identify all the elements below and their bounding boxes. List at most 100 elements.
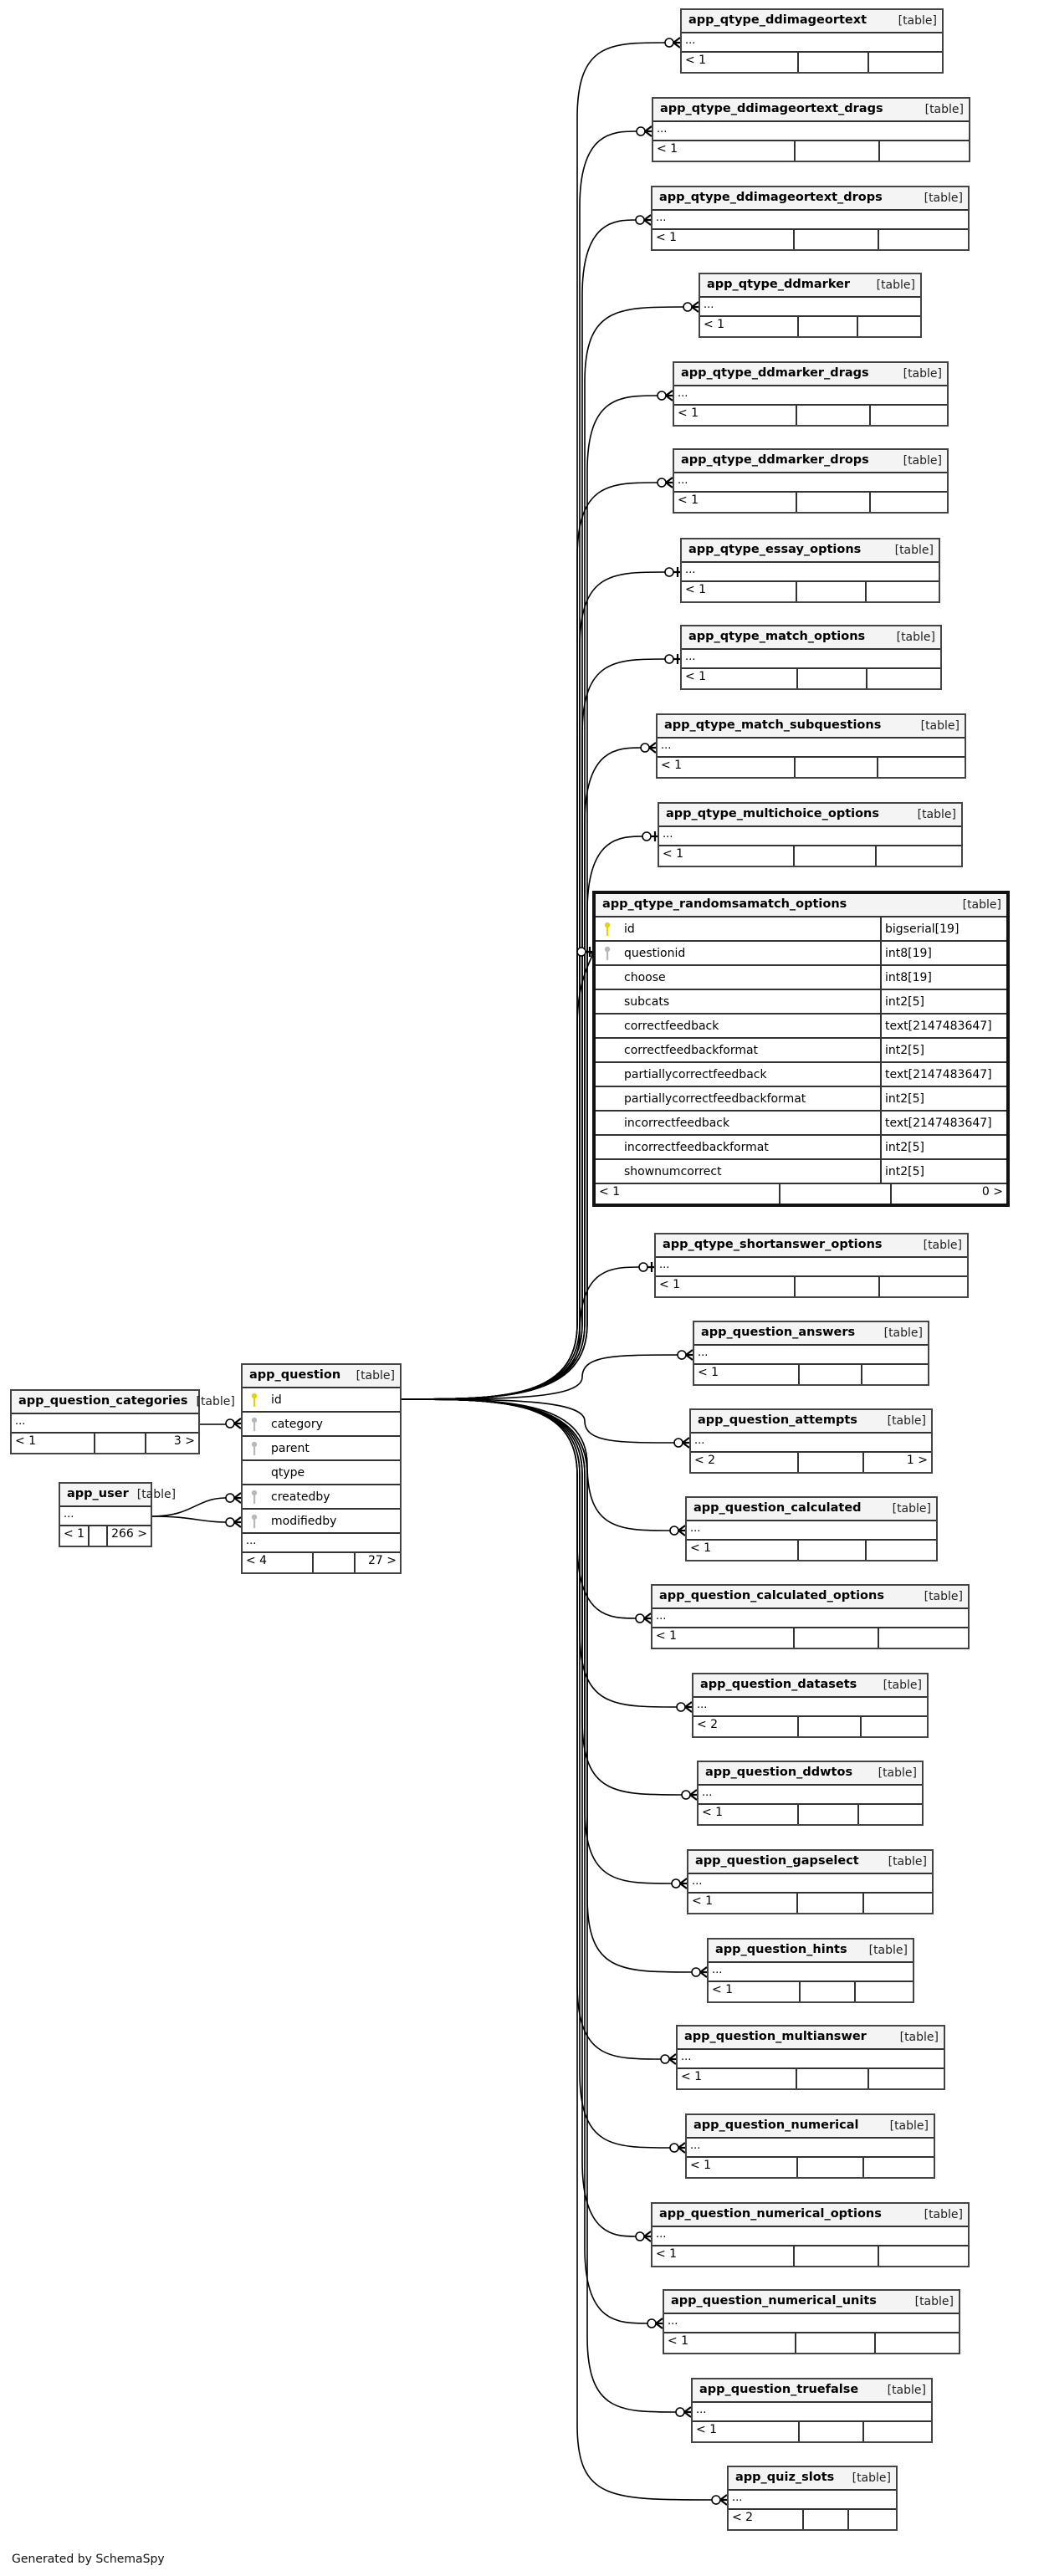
table-name[interactable]: app_question_multianswer [684, 2030, 867, 2043]
table-header[interactable]: app_question[table] [243, 1365, 400, 1388]
table-name[interactable]: app_question_numerical_units [671, 2294, 877, 2308]
table-header[interactable]: app_qtype_ddimageortext_drags[table] [653, 99, 969, 122]
children-count-link[interactable] [864, 2422, 931, 2441]
parents-count-link[interactable]: < 1 [653, 141, 796, 161]
table-app-question-numerical-units[interactable]: app_question_numerical_units[table]...< … [663, 2289, 960, 2354]
parents-count-link[interactable]: < 1 [682, 669, 799, 688]
table-name[interactable]: app_qtype_ddmarker_drags [681, 366, 869, 380]
column-row[interactable]: modifiedby [243, 1510, 400, 1534]
table-name[interactable]: app_question_numerical [693, 2119, 859, 2132]
parents-count-link[interactable]: < 1 [709, 1982, 801, 2001]
table-name[interactable]: app_question_answers [701, 1326, 856, 1339]
table-name[interactable]: app_qtype_randomsamatch_options [602, 897, 847, 911]
table-name[interactable]: app_qtype_essay_options [688, 543, 862, 556]
table-header[interactable]: app_qtype_match_options[table] [682, 626, 940, 650]
table-header[interactable]: app_qtype_ddimageortext[table] [682, 10, 942, 33]
children-count-link[interactable]: 0 > [981, 1185, 1003, 1199]
parents-count-link[interactable]: < 2 [729, 2510, 804, 2529]
table-header[interactable]: app_question_numerical[table] [687, 2115, 934, 2139]
table-name[interactable]: app_question [249, 1368, 341, 1382]
children-count-link[interactable] [869, 2069, 944, 2088]
table-name[interactable]: app_question_ddwtos [705, 1766, 853, 1779]
more-columns-row[interactable]: ... [674, 473, 947, 493]
table-name[interactable]: app_question_hints [715, 1943, 847, 1956]
table-app-question-datasets[interactable]: app_question_datasets[table]...< 2 [692, 1673, 929, 1738]
parents-count-link[interactable]: < 1 [682, 582, 798, 601]
parents-count-link[interactable]: < 1 [700, 317, 800, 336]
children-count-link[interactable] [877, 846, 961, 866]
children-count-link[interactable] [879, 230, 968, 249]
more-columns-row[interactable]: ... [243, 1534, 400, 1553]
column-row[interactable]: parent [243, 1437, 400, 1461]
more-columns-row[interactable]: ... [691, 1434, 931, 1453]
parents-count-link[interactable]: < 1 [652, 230, 795, 249]
parents-count-link[interactable]: < 2 [691, 1453, 800, 1472]
column-row[interactable]: qtype [243, 1461, 400, 1485]
more-columns-row[interactable]: ... [687, 2139, 934, 2158]
parents-count-link[interactable]: < 1 [687, 2158, 798, 2177]
table-header[interactable]: app_quiz_slots[table] [729, 2467, 896, 2491]
table-app-qtype-multichoice-options[interactable]: app_qtype_multichoice_options[table]...<… [658, 802, 963, 867]
more-columns-row[interactable]: ... [693, 2403, 931, 2422]
more-columns-row[interactable]: ... [688, 1874, 932, 1894]
more-columns-row[interactable]: ... [60, 1507, 151, 1526]
children-count-link[interactable] [878, 758, 965, 777]
table-app-question-multianswer[interactable]: app_question_multianswer[table]...< 1 [676, 2025, 945, 2090]
more-columns-row[interactable]: ... [682, 650, 940, 669]
more-columns-row[interactable]: ... [682, 563, 939, 582]
table-header[interactable]: app_qtype_ddmarker_drops[table] [674, 450, 947, 473]
children-count-link[interactable] [880, 1277, 967, 1296]
column-row[interactable]: category [243, 1413, 400, 1437]
table-app-qtype-ddimageortext-drops[interactable]: app_qtype_ddimageortext_drops[table]...<… [651, 186, 970, 251]
table-name[interactable]: app_qtype_ddmarker [707, 278, 851, 291]
children-count-link[interactable] [859, 1805, 922, 1824]
parents-count-link[interactable]: < 1 [678, 2069, 798, 2088]
table-header[interactable]: app_question_answers[table] [694, 1322, 928, 1346]
table-app-qtype-randomsamatch-options[interactable]: app_qtype_randomsamatch_options[table]id… [592, 891, 1010, 1207]
table-app-question-calculated-options[interactable]: app_question_calculated_options[table]..… [651, 1584, 970, 1649]
parents-count-link[interactable]: < 1 [674, 406, 797, 425]
table-header[interactable]: app_question_gapselect[table] [688, 1851, 932, 1874]
children-count-link[interactable] [869, 53, 942, 72]
table-name[interactable]: app_qtype_ddimageortext_drags [660, 102, 883, 115]
table-app-qtype-ddmarker[interactable]: app_qtype_ddmarker[table]...< 1 [699, 273, 922, 338]
table-name[interactable]: app_question_calculated [693, 1501, 862, 1515]
table-app-question-hints[interactable]: app_question_hints[table]...< 1 [707, 1938, 914, 2003]
more-columns-row[interactable]: ... [694, 1346, 928, 1365]
children-count-link[interactable] [858, 317, 920, 336]
table-header[interactable]: app_question_attempts[table] [691, 1410, 931, 1434]
table-app-question-answers[interactable]: app_question_answers[table]...< 1 [693, 1321, 929, 1386]
children-count-link[interactable] [864, 1894, 933, 1913]
table-header[interactable]: app_qtype_match_subquestions[table] [658, 715, 965, 739]
more-columns-row[interactable]: ... [659, 827, 961, 846]
table-name[interactable]: app_qtype_ddimageortext [688, 13, 867, 27]
more-columns-row[interactable]: ... [664, 2314, 959, 2333]
table-header[interactable]: app_user[table] [60, 1484, 176, 1507]
more-columns-row[interactable]: ... [652, 211, 968, 230]
table-header[interactable]: app_question_calculated[table] [687, 1498, 936, 1521]
children-count-link[interactable] [867, 582, 939, 601]
parents-count-link[interactable]: < 1 [693, 2422, 801, 2441]
table-app-qtype-ddmarker-drops[interactable]: app_qtype_ddmarker_drops[table]...< 1 [673, 448, 949, 514]
children-count-link[interactable] [871, 406, 947, 425]
more-columns-row[interactable]: ... [658, 739, 965, 758]
table-app-question-truefalse[interactable]: app_question_truefalse[table]...< 1 [691, 2378, 933, 2443]
table-header[interactable]: app_qtype_essay_options[table] [682, 539, 939, 563]
table-name[interactable]: app_qtype_ddmarker_drops [681, 453, 869, 467]
parents-count-link[interactable]: < 1 [694, 1365, 800, 1384]
table-name[interactable]: app_question_categories [18, 1394, 188, 1408]
table-name[interactable]: app_question_truefalse [699, 2383, 859, 2396]
children-count-link[interactable] [862, 1365, 928, 1384]
table-header[interactable]: app_question_truefalse[table] [693, 2379, 931, 2403]
table-name[interactable]: app_question_attempts [698, 1413, 857, 1427]
table-app-question-numerical-options[interactable]: app_question_numerical_options[table]...… [651, 2202, 970, 2267]
